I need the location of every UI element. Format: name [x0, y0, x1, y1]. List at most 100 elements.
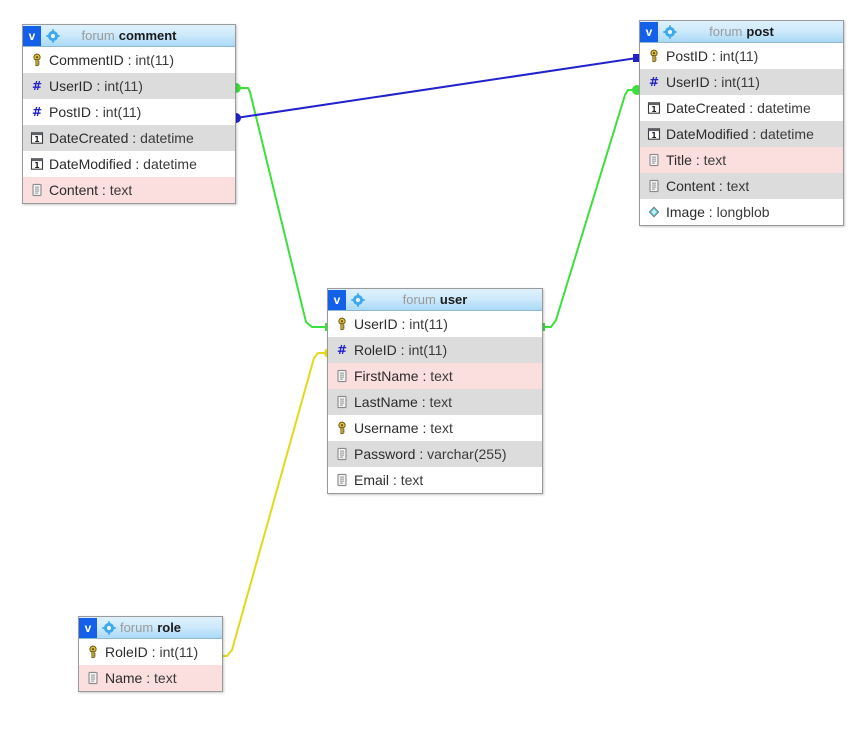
column-row-role-roleid[interactable]: RoleID : int(11): [79, 639, 222, 665]
relationship-line: [235, 57, 638, 119]
column-type: varchar(255): [427, 446, 507, 462]
svg-text:#: #: [32, 79, 42, 93]
column-label: CommentID : int(11): [49, 52, 174, 68]
primary-key-icon: [338, 317, 346, 331]
column-row-comment-content[interactable]: Content : text: [23, 177, 235, 203]
column-row-user-firstname[interactable]: FirstName : text: [328, 363, 542, 389]
datetime-icon: 1: [647, 128, 661, 140]
datetime-icon: 1: [647, 102, 661, 114]
column-name: RoleID: [105, 644, 148, 660]
primary-key-icon: [645, 47, 663, 65]
column-name: Content: [666, 178, 716, 194]
primary-key-icon: [650, 49, 658, 63]
column-type: datetime: [760, 126, 814, 142]
primary-key-icon: [333, 315, 351, 333]
column-type: text: [703, 152, 727, 168]
foreign-key-icon: #: [333, 341, 351, 359]
column-row-comment-userid[interactable]: #UserID : int(11): [23, 73, 235, 99]
column-separator: :: [131, 156, 144, 172]
column-row-user-lastname[interactable]: LastName : text: [328, 389, 542, 415]
svg-text:1: 1: [651, 105, 656, 114]
unique-key-icon: [338, 421, 346, 435]
column-name: Username: [354, 420, 419, 436]
column-type: longblob: [716, 204, 770, 220]
gear-icon[interactable]: [349, 290, 367, 310]
column-row-role-name[interactable]: Name : text: [79, 665, 222, 691]
text-icon: [32, 183, 42, 197]
relationship-user-role[interactable]: [212, 348, 334, 660]
foreign-key-icon: #: [32, 79, 42, 93]
column-type: int(11): [135, 52, 175, 68]
column-row-post-postid[interactable]: PostID : int(11): [640, 43, 843, 69]
column-type: text: [430, 420, 453, 436]
column-row-user-username[interactable]: Username : text: [328, 415, 542, 441]
foreign-key-icon: #: [28, 77, 46, 95]
primary-key-icon: [84, 643, 102, 661]
foreign-key-icon: #: [645, 73, 663, 91]
column-name: RoleID: [354, 342, 397, 358]
column-type: datetime: [140, 130, 194, 146]
relationship-line: [541, 89, 637, 328]
column-name: Title: [666, 152, 692, 168]
column-row-comment-commentid[interactable]: CommentID : int(11): [23, 47, 235, 73]
relationship-line: [216, 352, 329, 657]
column-row-post-content[interactable]: Content : text: [640, 173, 843, 199]
text-icon: [645, 177, 663, 195]
column-type: int(11): [102, 104, 142, 120]
column-row-post-image[interactable]: Image : longblob: [640, 199, 843, 225]
relationship-comment-user[interactable]: [231, 83, 333, 331]
svg-text:1: 1: [34, 135, 39, 144]
column-type: text: [726, 178, 750, 194]
svg-text:1: 1: [651, 131, 656, 140]
foreign-key-icon: #: [649, 75, 659, 89]
column-row-comment-postid[interactable]: #PostID : int(11): [23, 99, 235, 125]
column-label: PostID : int(11): [666, 48, 758, 64]
primary-key-icon: [89, 645, 97, 659]
column-name: DateCreated: [49, 130, 129, 146]
column-row-user-roleid[interactable]: #RoleID : int(11): [328, 337, 542, 363]
column-type: datetime: [757, 100, 811, 116]
view-badge-icon: v: [79, 617, 97, 638]
gear-icon[interactable]: [661, 22, 679, 42]
svg-text:#: #: [649, 75, 659, 89]
column-type: text: [429, 394, 453, 410]
column-row-user-email[interactable]: Email : text: [328, 467, 542, 493]
column-separator: :: [415, 446, 428, 462]
column-row-user-userid[interactable]: UserID : int(11): [328, 311, 542, 337]
view-badge-icon: v: [640, 21, 658, 42]
gear-icon[interactable]: [44, 26, 62, 46]
column-separator: :: [91, 104, 103, 120]
column-row-post-userid[interactable]: #UserID : int(11): [640, 69, 843, 95]
column-row-post-title[interactable]: Title : text: [640, 147, 843, 173]
column-separator: :: [708, 48, 720, 64]
column-name: PostID: [666, 48, 709, 64]
relationship-comment-post[interactable]: [231, 54, 641, 123]
text-icon: [337, 369, 347, 383]
column-name: Name: [105, 670, 143, 686]
text-icon: [84, 669, 102, 687]
text-icon: [333, 367, 351, 385]
column-name: DateModified: [666, 126, 749, 142]
svg-text:#: #: [337, 343, 347, 357]
column-name: FirstName: [354, 368, 419, 384]
relationship-post-user[interactable]: [537, 85, 642, 331]
column-row-user-password[interactable]: Password : varchar(255): [328, 441, 542, 467]
column-type: int(11): [159, 644, 199, 660]
gear-icon[interactable]: [100, 618, 118, 638]
column-separator: :: [397, 316, 410, 332]
column-type: text: [109, 182, 133, 198]
column-name: DateCreated: [666, 100, 746, 116]
